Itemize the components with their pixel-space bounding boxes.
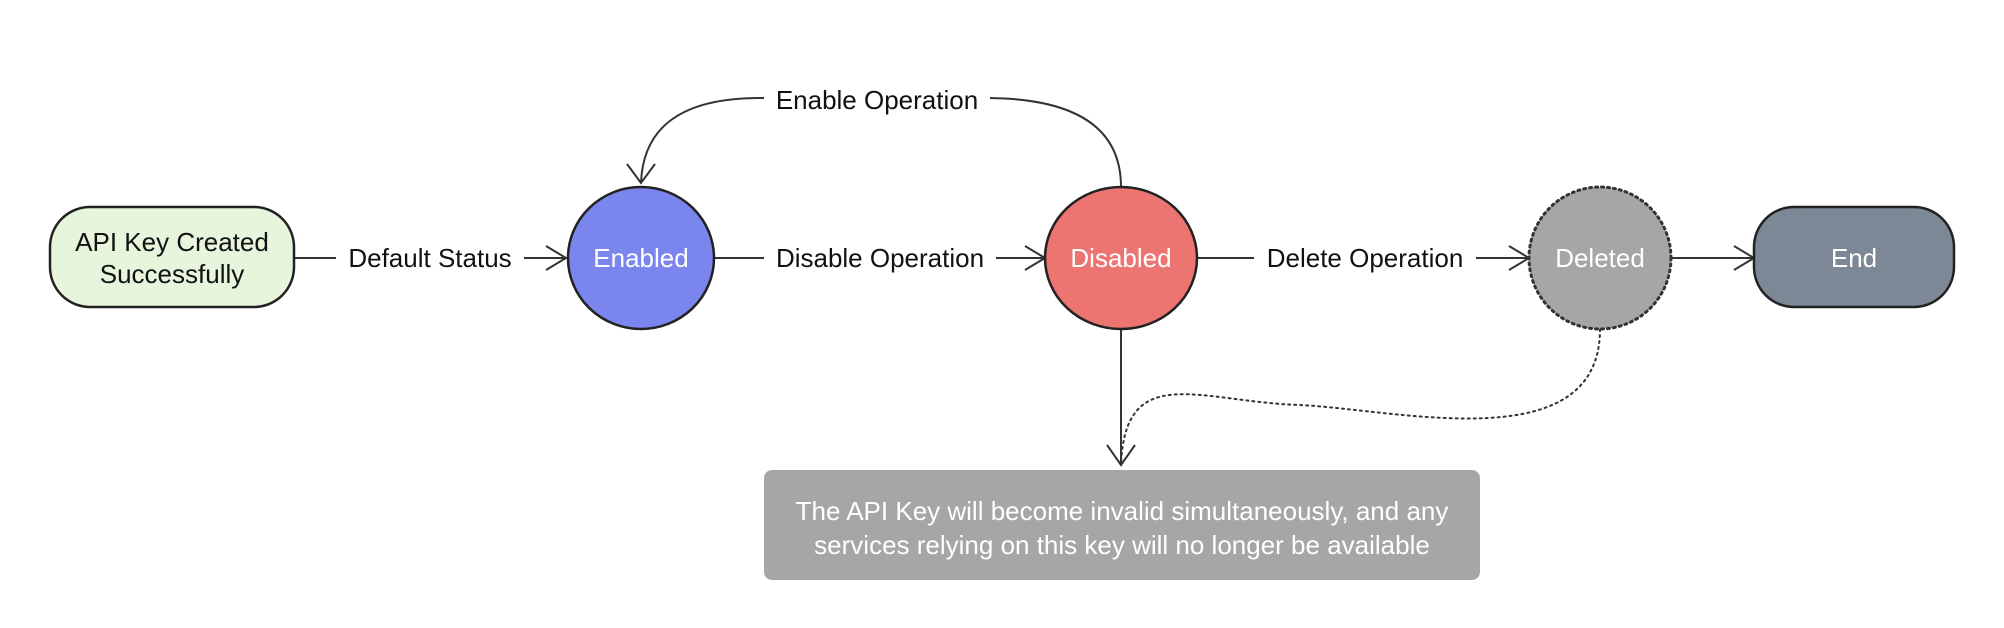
arrowhead-icon	[545, 245, 568, 271]
edge-delete-operation: Delete Operation	[1198, 238, 1531, 276]
note-text-line2: services relying on this key will no lon…	[814, 530, 1430, 560]
edge-disable-operation: Disable Operation	[714, 238, 1047, 276]
edge-deleted-to-note	[1120, 328, 1601, 466]
edge-label-disable-operation: Disable Operation	[776, 243, 984, 273]
node-end: End	[1752, 205, 1956, 309]
arrowhead-icon	[626, 163, 656, 185]
node-enabled: Enabled	[566, 185, 716, 331]
edge-disabled-to-note	[1106, 329, 1136, 467]
node-enabled-label: Enabled	[593, 243, 688, 273]
note-text-line1: The API Key will become invalid simultan…	[796, 496, 1449, 526]
node-disabled-shape	[1043, 185, 1199, 331]
note-box: The API Key will become invalid simultan…	[764, 470, 1480, 580]
node-deleted-label: Deleted	[1555, 243, 1645, 273]
edge-deleted-to-end	[1671, 245, 1756, 271]
node-api-key-created-label-line2: Successfully	[100, 259, 245, 289]
node-end-label: End	[1831, 243, 1877, 273]
node-disabled: Disabled	[1043, 185, 1199, 331]
edge-enable-operation: Enable Operation	[626, 80, 1122, 188]
edge-label-enable-operation: Enable Operation	[776, 85, 978, 115]
note-box-shape	[764, 470, 1480, 580]
node-disabled-label: Disabled	[1070, 243, 1171, 273]
node-deleted: Deleted	[1527, 185, 1673, 331]
node-end-shape	[1752, 205, 1956, 309]
arrowhead-icon	[1106, 444, 1136, 467]
node-api-key-created-label-line1: API Key Created	[75, 227, 269, 257]
node-enabled-shape	[566, 185, 716, 331]
edge-label-delete-operation: Delete Operation	[1267, 243, 1464, 273]
node-api-key-created-shape	[48, 205, 296, 309]
node-api-key-created: API Key Created Successfully	[48, 205, 296, 309]
edge-default-status: Default Status	[294, 238, 568, 276]
node-deleted-shape	[1527, 185, 1673, 331]
edge-label-default-status: Default Status	[348, 243, 511, 273]
